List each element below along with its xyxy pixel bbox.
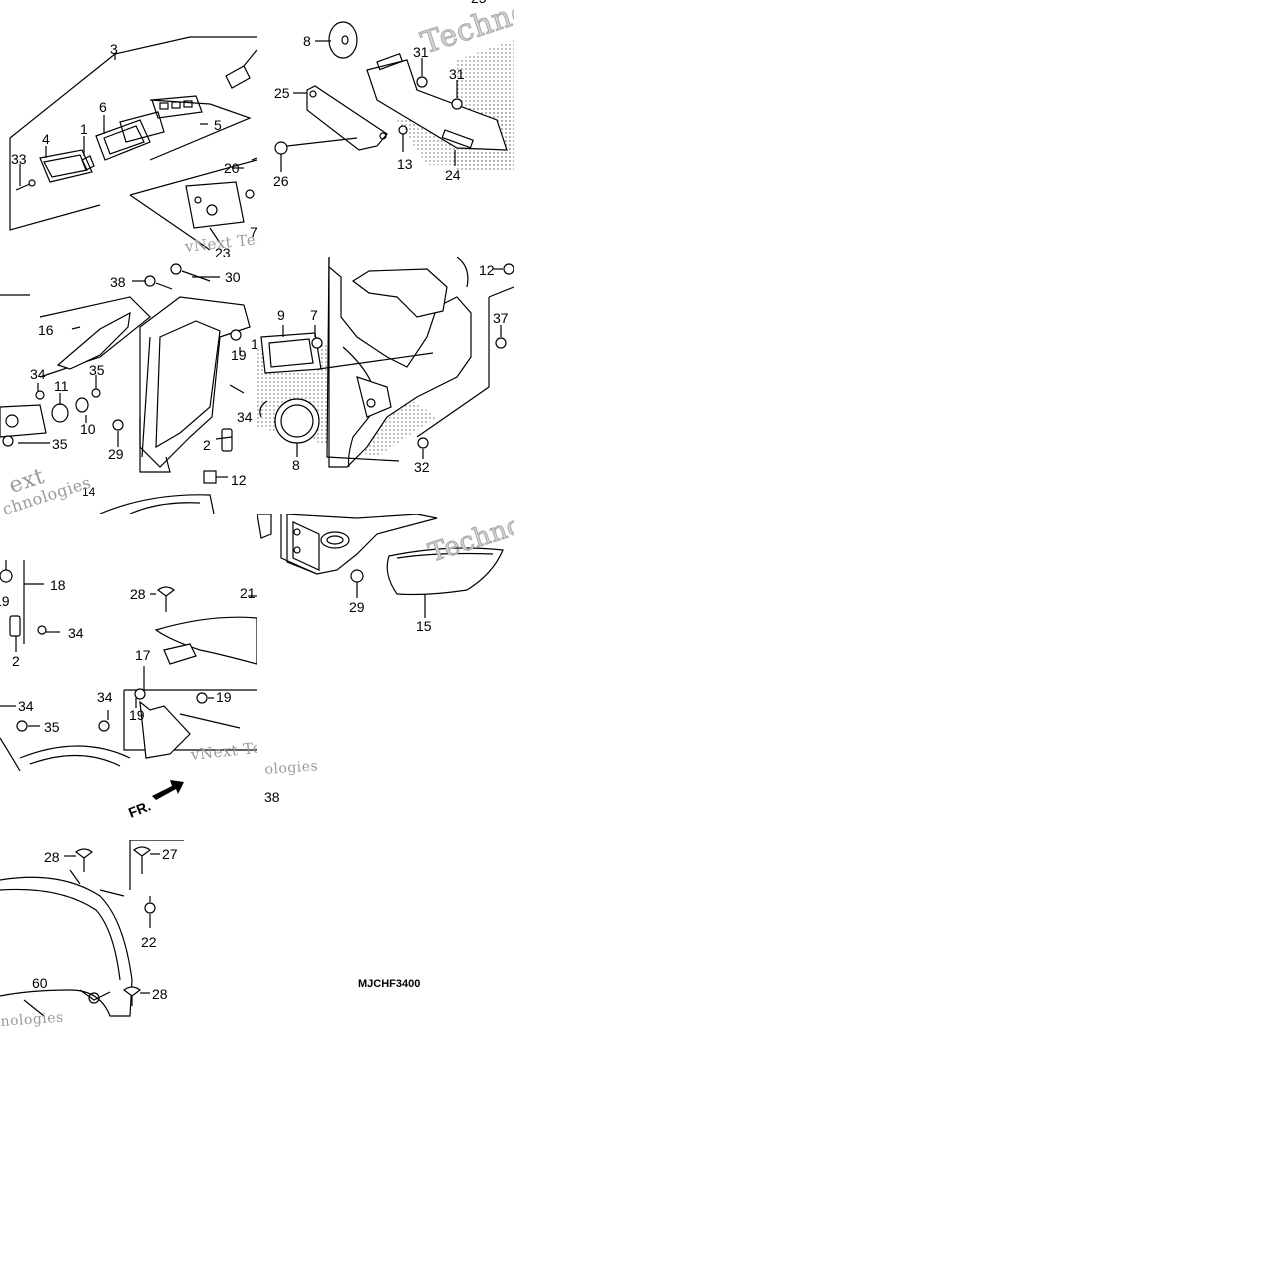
callout-28b: 28 [152, 986, 168, 1002]
callout-2: 2 [203, 437, 211, 453]
callout-19b: 19 [129, 707, 145, 723]
callout-37: 37 [493, 310, 509, 326]
callout-22: 22 [141, 934, 157, 950]
callout-11: 11 [54, 378, 69, 394]
tile-side-cover: Techno 29 15 [257, 514, 514, 771]
tile-seat-cowl: 18 19 34 2 28 21 36 17 34 19 19 34 35 vN… [0, 514, 257, 771]
callout-31: 31 [413, 44, 429, 60]
callout-35b: 35 [52, 436, 68, 452]
tile-rear-lamp: 3 6 1 5 4 33 20 23 7 vNext Tec [0, 0, 257, 257]
tile-rear-cowl-drawing [0, 840, 184, 1017]
tile-license-bracket-drawing [274, 21, 514, 172]
callout-8: 8 [303, 33, 311, 49]
callout-5: 5 [214, 117, 222, 133]
callout-12: 12 [231, 472, 247, 488]
callout-31b: 31 [449, 66, 465, 82]
callout-20: 20 [224, 160, 240, 176]
callout-1: 1 [251, 336, 257, 352]
tile-fender-panel-drawing [257, 257, 514, 468]
tile-rear-cowl: 28 27 22 60 28 nologies [0, 840, 190, 1030]
callout-7: 7 [310, 307, 318, 323]
callout-35: 35 [89, 362, 105, 378]
callout-27: 27 [162, 846, 178, 862]
callout-38: 38 [110, 274, 126, 290]
callout-7: 7 [250, 224, 257, 240]
callout-24: 24 [445, 167, 461, 183]
callout-60: 60 [32, 975, 48, 991]
callout-4: 4 [42, 131, 50, 147]
callout-28: 28 [44, 849, 60, 865]
callout-8: 8 [292, 457, 300, 473]
diagram-code: MJCHF3400 [358, 978, 421, 990]
tile-fender-panel: 12 9 7 37 8 32 [257, 257, 514, 514]
callout-12: 12 [479, 262, 495, 278]
callout-30: 30 [225, 269, 241, 285]
direction-label: FR. [126, 797, 153, 821]
tile-rear-lamp-drawing [9, 36, 257, 251]
callout-28: 28 [130, 586, 146, 602]
callout-3: 3 [110, 41, 118, 57]
callout-14: 14 [82, 485, 96, 499]
watermark: ologies [264, 758, 319, 778]
callout-9: 9 [277, 307, 285, 323]
callout-1: 1 [80, 121, 88, 137]
callout-25b: 25 [274, 85, 290, 101]
callout-33: 33 [11, 151, 27, 167]
tile-side-cover-drawing [257, 514, 504, 618]
tile-rear-fender: 38 30 16 19 1 34 35 11 34 10 35 2 29 12 … [0, 257, 257, 514]
tile-rear-fender-drawing [0, 263, 251, 514]
callout-23: 23 [215, 245, 231, 257]
callout-34b: 34 [237, 409, 253, 425]
callout-29: 29 [108, 446, 124, 462]
tile-seat-cowl-drawing [0, 560, 257, 771]
callout-19c: 19 [216, 689, 232, 705]
callout-29: 29 [349, 599, 365, 615]
callout-21: 21 [240, 585, 256, 601]
forward-arrow-icon [152, 780, 184, 800]
callout-2: 2 [12, 653, 20, 669]
callout-19: 19 [231, 347, 247, 363]
callout-34b: 34 [97, 689, 113, 705]
callout-16: 16 [38, 322, 54, 338]
callout-13: 13 [397, 156, 413, 172]
callout-10: 10 [80, 421, 96, 437]
callout-32: 32 [414, 459, 430, 475]
callout-34c: 34 [18, 698, 34, 714]
callout-26: 26 [273, 173, 289, 189]
callout-6: 6 [99, 99, 107, 115]
callout-35: 35 [44, 719, 60, 735]
callout-18: 18 [50, 577, 66, 593]
callout-38: 38 [264, 789, 280, 805]
callout-17: 17 [135, 647, 151, 663]
callout-34: 34 [68, 625, 84, 641]
tile-license-bracket: Techno 25 8 31 31 25 13 26 24 [257, 0, 514, 257]
callout-34: 34 [30, 366, 46, 382]
callout-25: 25 [471, 0, 487, 5]
callout-19: 19 [0, 593, 10, 609]
callout-15: 15 [416, 618, 432, 634]
